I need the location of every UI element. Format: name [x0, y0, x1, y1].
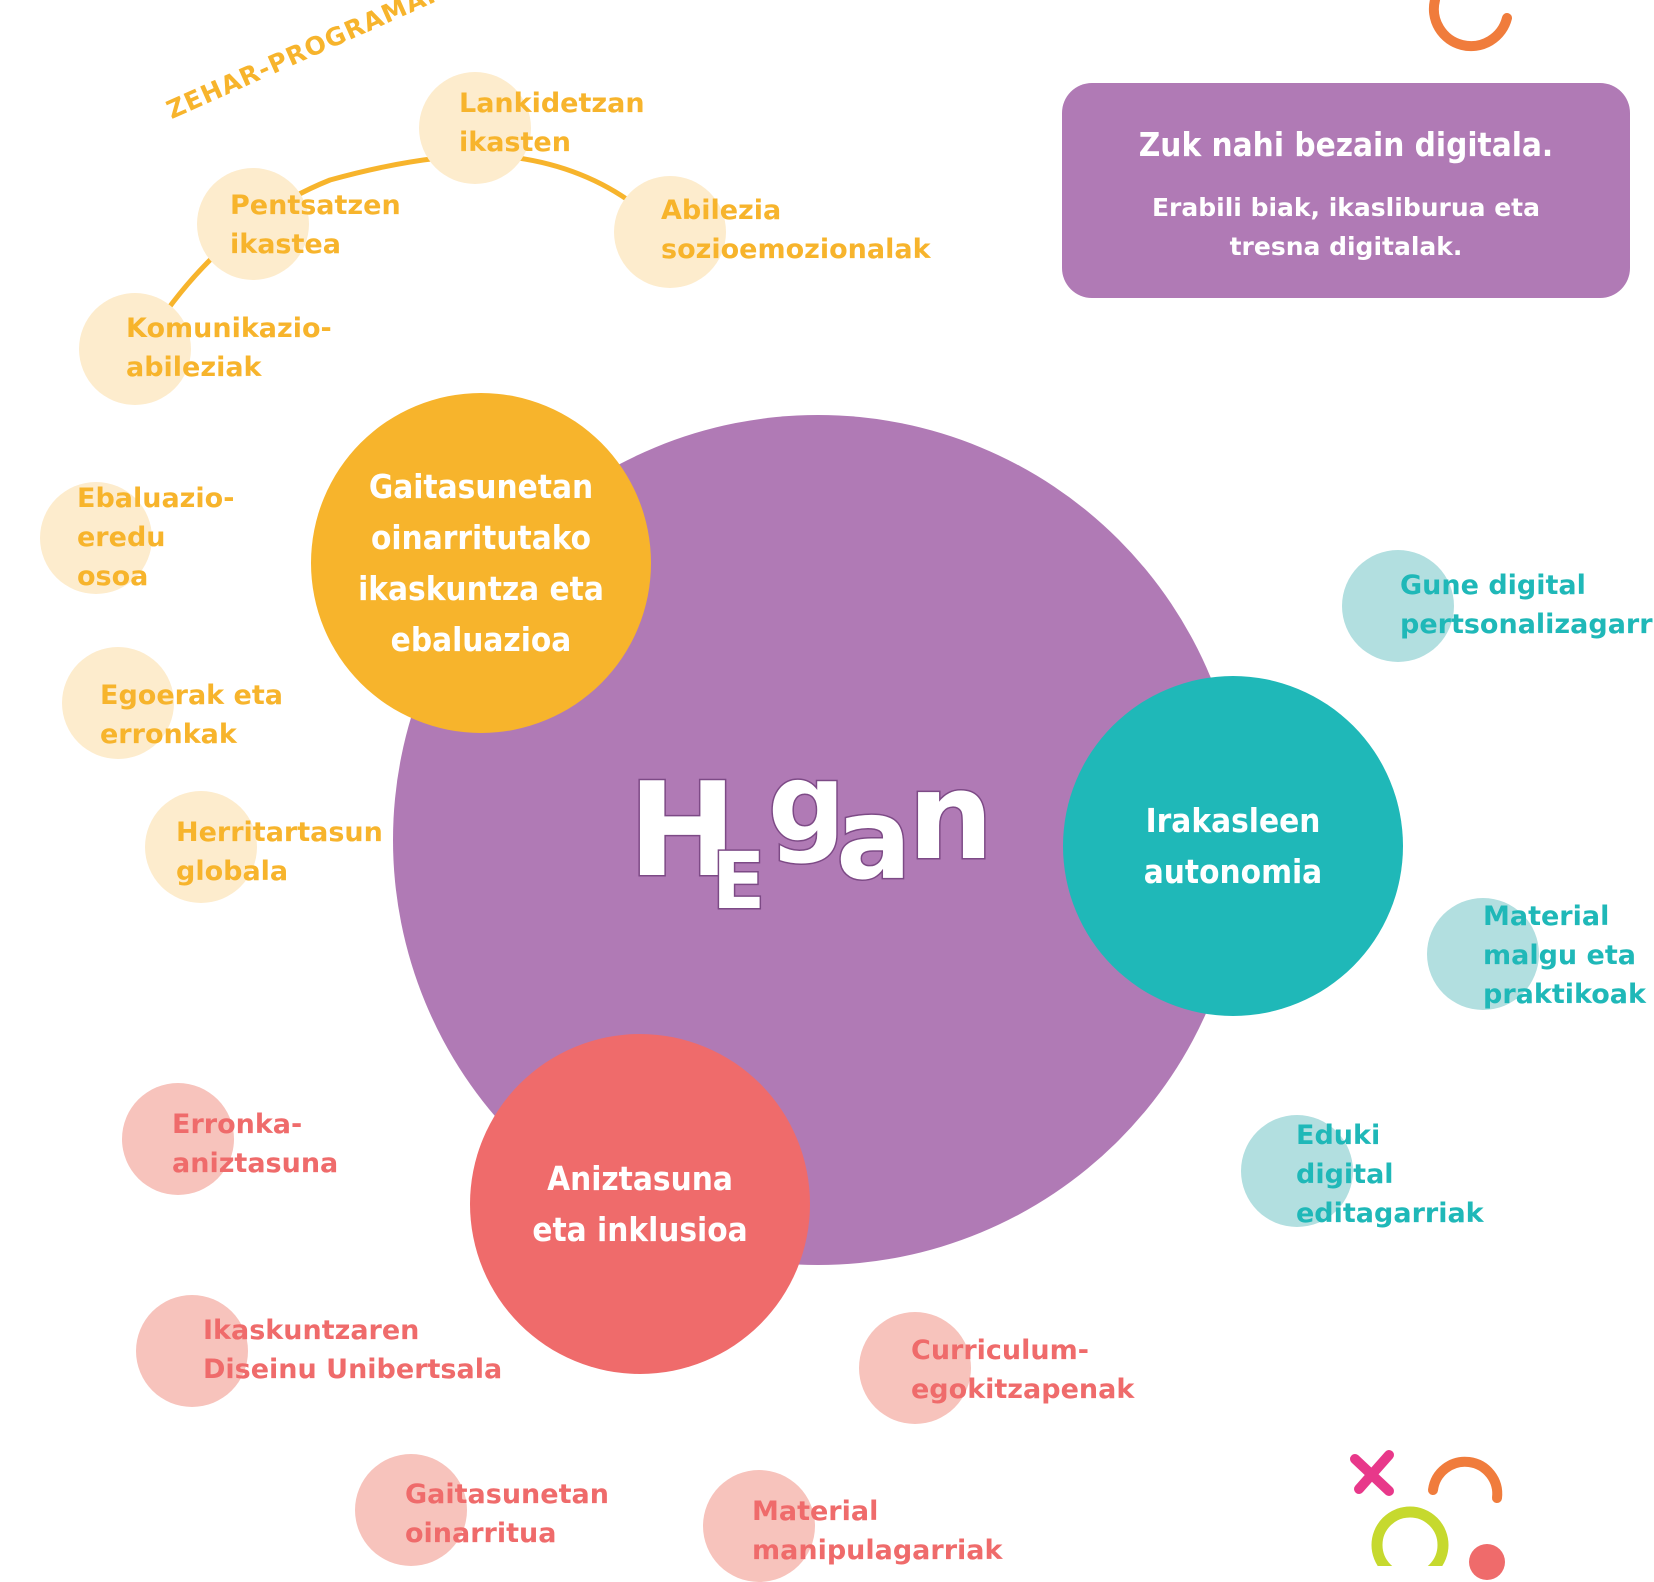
competency-dot: [145, 791, 257, 903]
hub-diversity-inclusion: Aniztasuna eta inklusioa: [470, 1034, 810, 1374]
svg-text:E: E: [712, 837, 765, 920]
svg-text:H: H: [628, 754, 737, 906]
transversal-dot: [79, 293, 191, 405]
orange-ring-icon: [1428, 1456, 1503, 1503]
svg-text:a: a: [836, 775, 912, 905]
transversal-dot: [614, 176, 726, 288]
diversity-dot: [355, 1454, 467, 1566]
promo-title: Zuk nahi bezain digitala.: [1138, 125, 1554, 164]
hub-teacher-autonomy: Irakasleen autonomia: [1063, 676, 1403, 1016]
diversity-dot: [136, 1295, 248, 1407]
orange-ring-icon: [1428, 0, 1512, 52]
competency-dot: [40, 482, 152, 594]
diversity-item: Curriculum-egokitzapenak: [911, 1335, 1135, 1405]
digital-promo-box: Zuk nahi bezain digitala. Erabili biak, …: [1062, 83, 1630, 298]
autonomy-dot: [1241, 1115, 1353, 1227]
transversal-item: Komunikazio-abileziak: [126, 313, 332, 383]
transversal-dot: [197, 168, 309, 280]
coral-dot-icon: [1469, 1544, 1505, 1580]
hegan-logo: H E g a n: [627, 750, 995, 920]
svg-text:g: g: [768, 750, 845, 866]
lime-ring-icon: [1371, 1506, 1449, 1566]
autonomy-dot: [1342, 550, 1454, 662]
transversal-dot: [419, 72, 531, 184]
svg-text:n: n: [908, 750, 993, 887]
diversity-dot: [122, 1083, 234, 1195]
hub-competency-learning: Gaitasunetan oinarritutako ikaskuntza et…: [311, 393, 651, 733]
diversity-dot: [859, 1312, 971, 1424]
competency-dot: [62, 647, 174, 759]
pink-x-icon: [1350, 1450, 1394, 1496]
autonomy-dot: [1427, 898, 1539, 1010]
diversity-dot: [703, 1470, 815, 1582]
diversity-item: Erronka-aniztasuna: [172, 1109, 339, 1179]
promo-subtitle: Erabili biak, ikasliburua eta tresna dig…: [1151, 193, 1540, 261]
